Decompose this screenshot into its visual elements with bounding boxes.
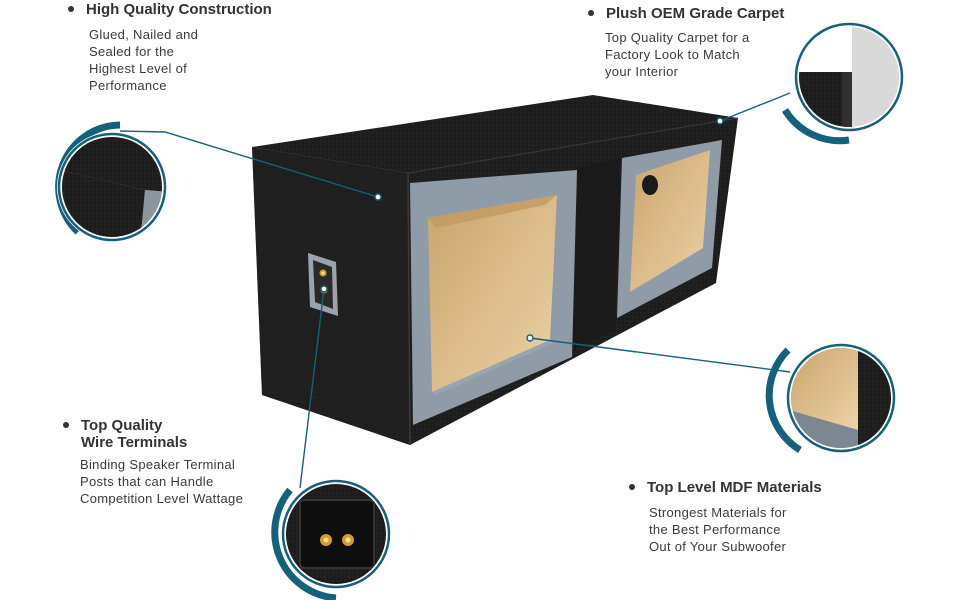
subwoofer-box — [252, 95, 739, 446]
feature-construction-desc: Glued, Nailed and Sealed for the Highest… — [89, 27, 199, 93]
feature-terminals-title: Top Quality Wire Terminals — [63, 417, 293, 451]
feature-carpet: Plush OEM Grade Carpet Top Quality Carpe… — [588, 5, 818, 80]
leader-construction — [119, 130, 379, 198]
zoom-circle-construction — [55, 121, 167, 242]
center-divider — [573, 158, 620, 350]
leader-carpet — [719, 92, 791, 122]
leader-lines — [119, 92, 791, 489]
zoom-circle-mdf — [765, 343, 896, 453]
feature-construction: High Quality Construction Glued, Nailed … — [68, 1, 308, 94]
leader-terminals — [299, 288, 325, 489]
feature-mdf-title: Top Level MDF Materials — [629, 479, 869, 496]
feature-mdf-desc: Strongest Materials for the Best Perform… — [649, 505, 787, 554]
terminal-plate — [308, 253, 338, 316]
leader-mdf — [529, 337, 791, 373]
feature-terminals: Top Quality Wire Terminals Binding Speak… — [63, 417, 293, 507]
port-left-opening — [428, 195, 557, 392]
feature-construction-title: High Quality Construction — [68, 1, 308, 18]
box-top-face — [252, 95, 738, 173]
feature-mdf: Top Level MDF Materials Strongest Materi… — [629, 479, 869, 555]
feature-carpet-desc: Top Quality Carpet for a Factory Look to… — [605, 30, 750, 79]
feature-terminals-desc: Binding Speaker Terminal Posts that can … — [80, 457, 244, 506]
zoom-circle-terminals — [271, 479, 391, 600]
feature-carpet-title: Plush OEM Grade Carpet — [588, 5, 818, 22]
zoom-circle-carpet — [782, 22, 904, 145]
